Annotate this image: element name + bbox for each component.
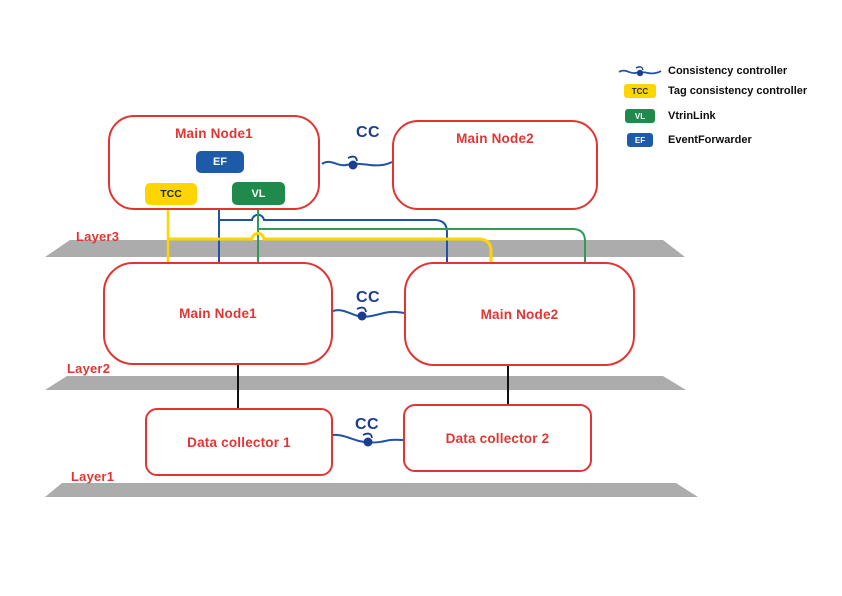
vl-link-horizontal [258, 228, 586, 262]
consistency-controller-icon [616, 63, 664, 79]
data-collector-1-title: Data collector 1 [187, 434, 291, 450]
layer3-bar [45, 240, 685, 257]
layer2-bar [45, 376, 686, 390]
layer3-main-node1-title: Main Node1 [175, 126, 253, 141]
layer3-label: Layer3 [76, 229, 120, 244]
legend-label-vtrinlink: VtrinLink [668, 110, 716, 122]
legend-label-eventforwarder: EventForwarder [668, 134, 752, 146]
legend-row-eventforwarder: EF EventForwarder [616, 133, 752, 147]
data-collector-2-title: Data collector 2 [445, 430, 550, 446]
tag-consistency-controller-icon: TCC [616, 84, 664, 98]
cc-label-layer3: CC [355, 124, 381, 141]
layer1-label: Layer1 [71, 469, 115, 484]
tcc-link-horizontal [168, 231, 493, 262]
legend-row-consistency-controller: Consistency controller [616, 63, 787, 79]
layer1-bar [45, 483, 698, 497]
layer3-main-node2: Main Node2 [392, 120, 598, 210]
layer2-main-node2: Main Node2 [404, 262, 635, 366]
legend-label-consistency-controller: Consistency controller [668, 65, 788, 77]
ef-link-horizontal [219, 213, 448, 262]
tag-consistency-controller-box-label: TCC [160, 188, 182, 200]
layer2-label: Layer2 [67, 361, 111, 376]
legend-label-tag-consistency-controller: Tag consistency controller [668, 85, 808, 97]
vtrinlink-box-label: VL [251, 187, 266, 200]
vtrinlink-icon: VL [616, 109, 664, 123]
data-collector-2: Data collector 2 [403, 404, 592, 472]
data-collector-1: Data collector 1 [145, 408, 333, 476]
tag-consistency-controller-box: TCC [145, 183, 197, 205]
layer3-main-node2-title: Main Node2 [456, 131, 534, 146]
legend-row-tag-consistency-controller: TCC Tag consistency controller [616, 84, 807, 98]
layer2-main-node2-title: Main Node2 [480, 306, 559, 322]
cc-connector-layer1 [332, 432, 404, 447]
cc-label-layer2: CC [355, 289, 381, 306]
cc-connector-layer2 [332, 306, 405, 321]
eventforwarder-box: EF [196, 151, 244, 173]
eventforwarder-icon: EF [616, 133, 664, 147]
vtrinlink-box: VL [232, 182, 285, 205]
cc-label-layer1: CC [354, 416, 380, 433]
layer2-main-node1-title: Main Node1 [179, 306, 257, 321]
eventforwarder-box-label: EF [212, 156, 228, 168]
cc-connector-layer3 [321, 155, 393, 170]
layer2-main-node1: Main Node1 [103, 262, 333, 365]
legend-row-vtrinlink: VL VtrinLink [616, 109, 716, 123]
